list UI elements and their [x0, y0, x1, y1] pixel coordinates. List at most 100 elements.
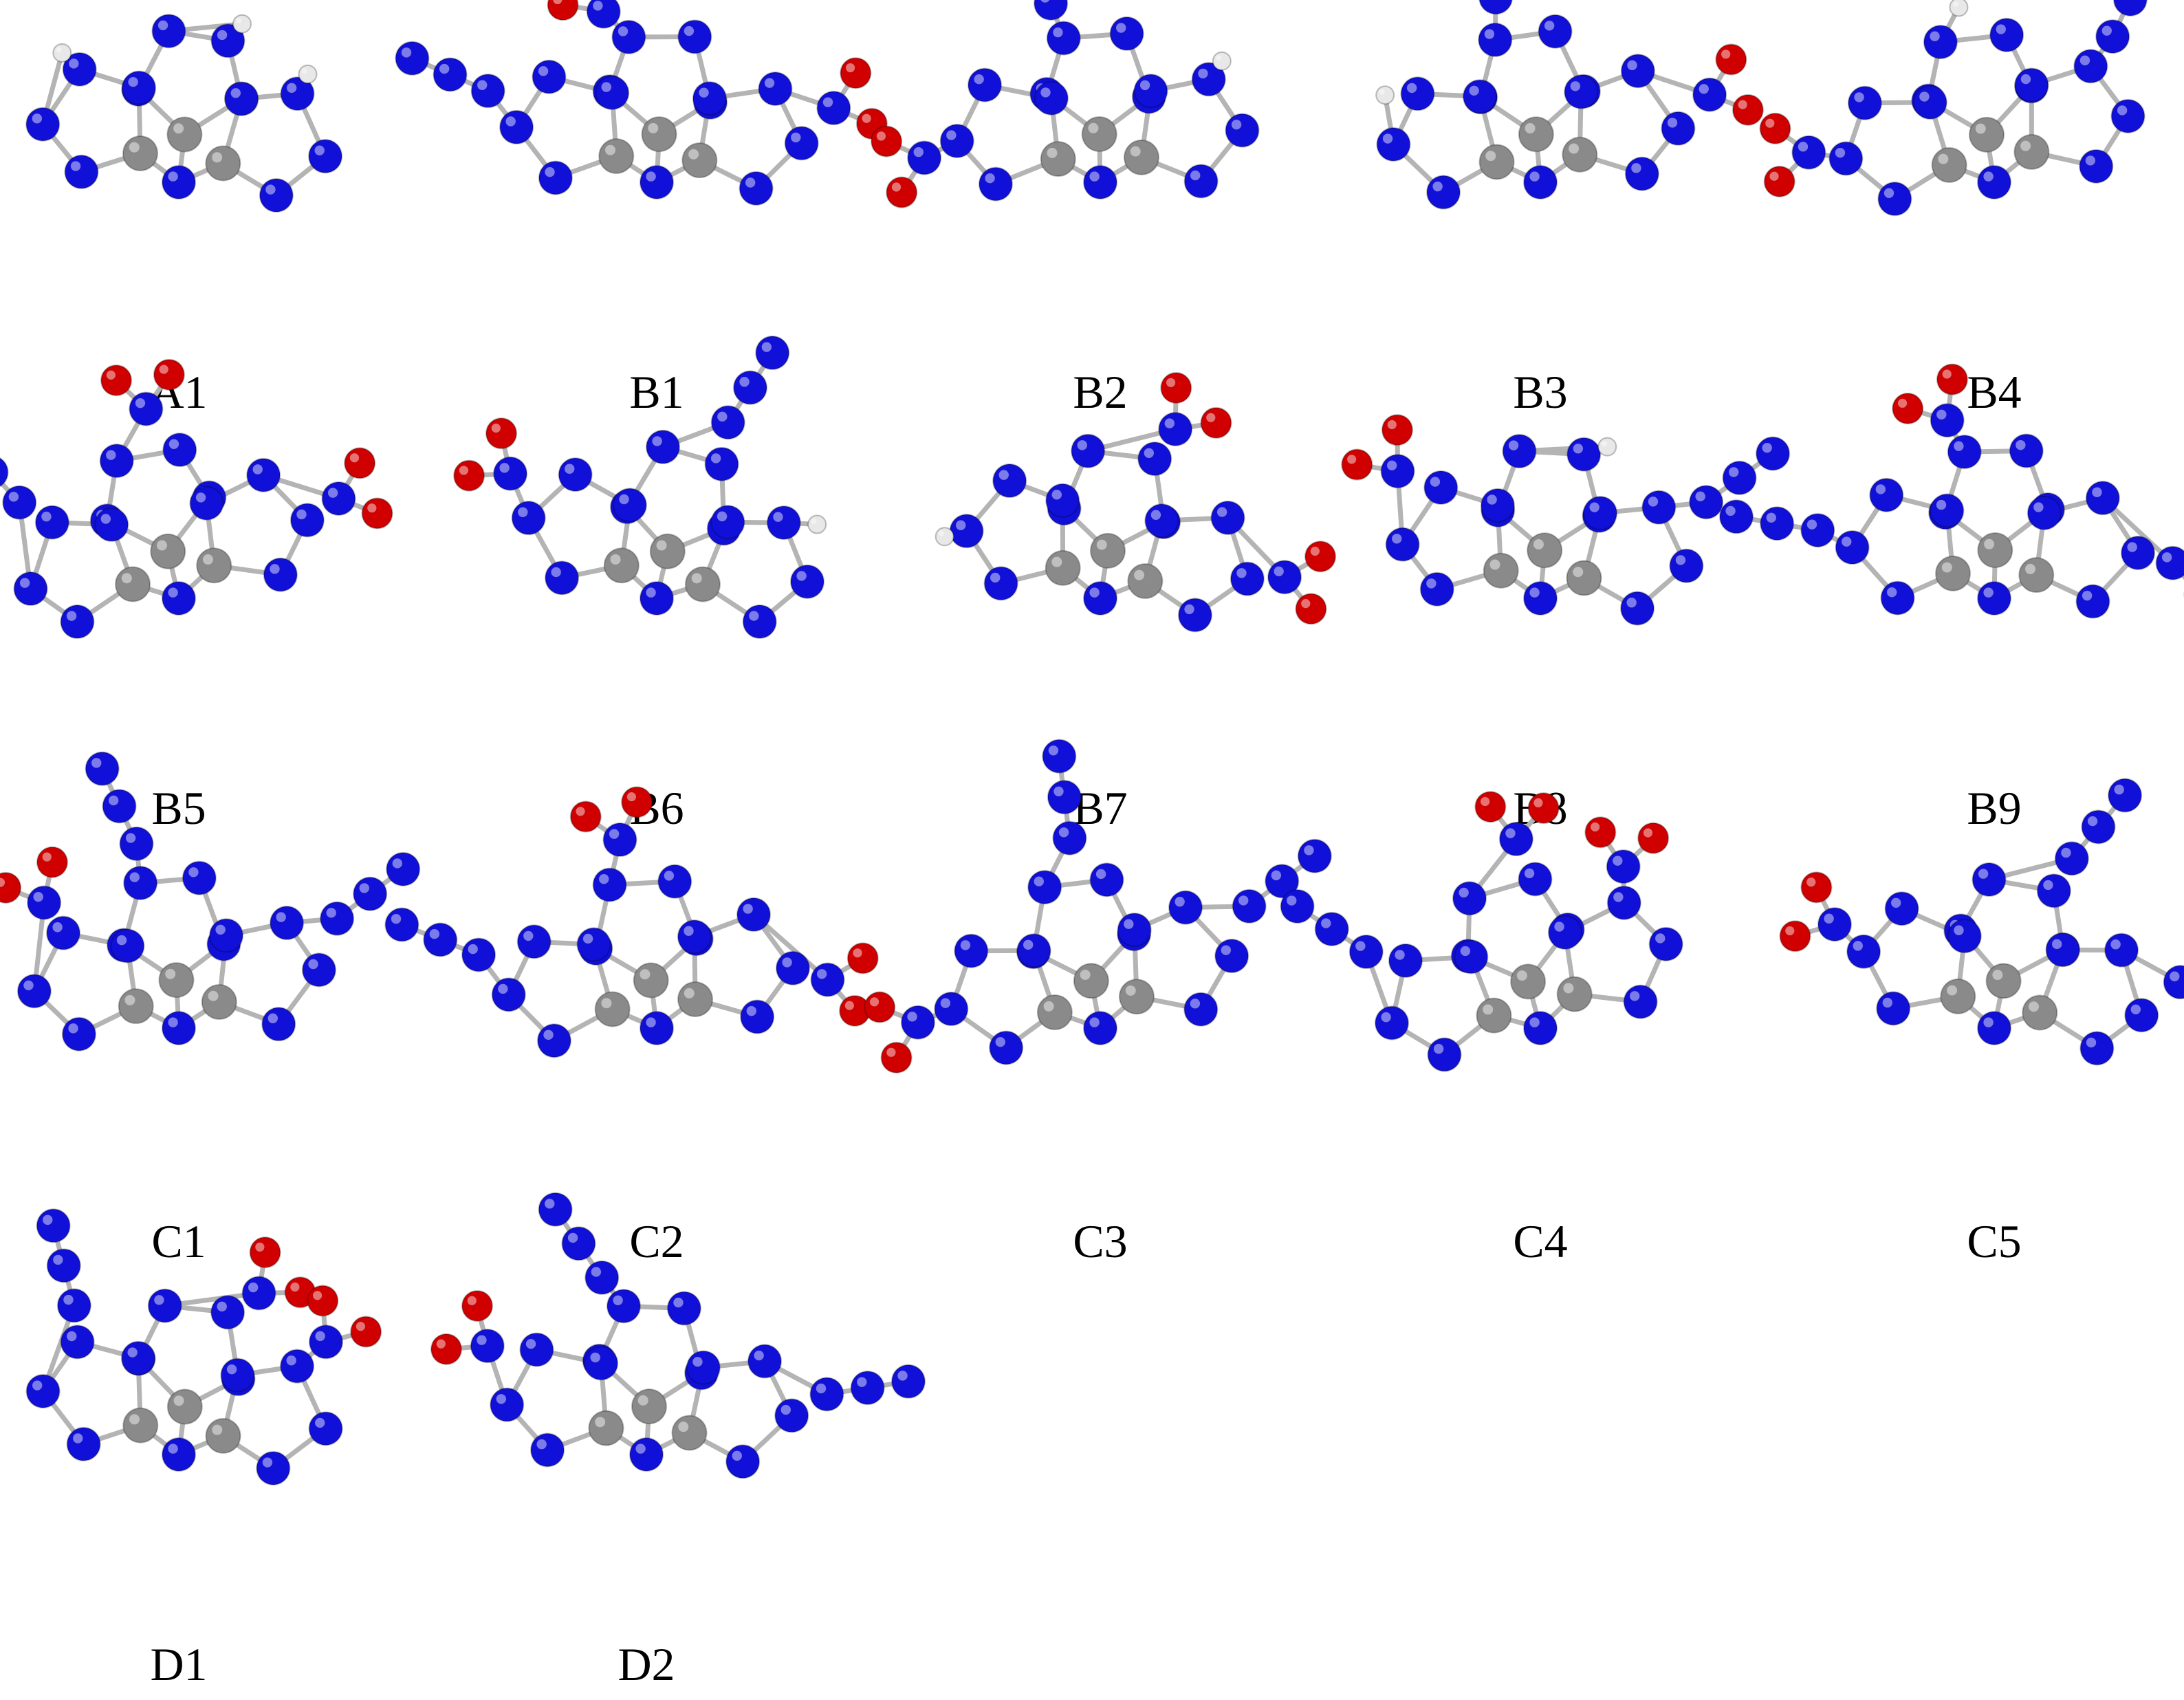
carbon-atom — [594, 991, 631, 1027]
nitrogen-atom — [1518, 862, 1553, 897]
nitrogen-atom — [511, 501, 546, 536]
atom-highlight — [63, 1294, 74, 1305]
nitrogen-atom — [1427, 1037, 1462, 1072]
atom-highlight — [567, 1232, 578, 1243]
carbon-atom — [122, 1407, 159, 1443]
nitrogen-atom — [1034, 80, 1069, 116]
atom-highlight — [159, 364, 168, 374]
atom-highlight — [2082, 590, 2093, 601]
nitrogen-atom — [1538, 14, 1573, 49]
atom-highlight — [543, 1029, 554, 1040]
nitrogen-atom — [1641, 490, 1677, 525]
nitrogen-atom — [224, 81, 259, 116]
molecule-structure — [395, 0, 888, 206]
atom-highlight — [761, 342, 772, 352]
molecule-structure — [0, 751, 421, 1051]
atom-highlight — [1554, 922, 1564, 932]
oxygen-atom — [1295, 593, 1327, 625]
atom-highlight — [816, 1383, 827, 1394]
atom-highlight — [32, 113, 43, 124]
atom-highlight — [1386, 460, 1397, 470]
nitrogen-atom — [1426, 175, 1461, 210]
nitrogen-atom — [595, 76, 630, 111]
nitrogen-atom — [27, 885, 62, 920]
oxygen-atom — [864, 991, 896, 1023]
atom-highlight — [1304, 845, 1314, 856]
structure-label: C1 — [151, 1215, 206, 1267]
atom-highlight — [1134, 569, 1145, 580]
atom-highlight — [990, 572, 1001, 583]
atom-highlight — [1631, 163, 1641, 173]
nitrogen-atom — [2045, 933, 2080, 968]
nitrogen-atom — [538, 160, 573, 195]
atom-highlight — [1938, 153, 1949, 164]
oxygen-atom — [886, 176, 918, 208]
atom-highlight — [998, 470, 1009, 480]
nitrogen-atom — [1083, 165, 1117, 199]
nitrogen-atom — [162, 1437, 196, 1472]
nitrogen-atom — [736, 897, 772, 932]
atom-highlight — [684, 988, 695, 999]
nitrogen-atom — [586, 0, 621, 29]
atom-highlight — [1238, 895, 1249, 906]
atom-highlight — [598, 874, 609, 884]
carbon-atom — [641, 116, 677, 153]
atom-highlight — [195, 492, 206, 503]
atom-highlight — [1274, 566, 1284, 577]
atom-highlight — [1485, 151, 1496, 162]
atom-highlight — [1983, 171, 1994, 182]
atom-highlight — [780, 1404, 791, 1415]
carbon-atom — [205, 145, 241, 182]
atom-highlight — [327, 488, 338, 498]
nitrogen-atom — [1718, 499, 1754, 534]
nitrogen-atom — [61, 1016, 96, 1051]
nitrogen-atom — [1692, 77, 1727, 112]
atom-highlight — [796, 571, 807, 581]
nitrogen-atom — [602, 822, 637, 858]
atom-highlight — [308, 959, 318, 970]
nitrogen-atom — [2075, 584, 2110, 619]
nitrogen-atom — [1027, 870, 1062, 905]
molecule-structure — [871, 0, 1260, 208]
nitrogen-atom — [1876, 991, 1911, 1026]
atom-highlight — [290, 1282, 300, 1292]
atom-highlight — [173, 1395, 184, 1406]
atom-highlight — [1080, 969, 1091, 980]
atom-highlight — [1941, 562, 1952, 573]
atom-highlight — [595, 1417, 606, 1428]
nitrogen-atom — [162, 1011, 196, 1045]
nitrogen-atom — [725, 1444, 761, 1479]
atom-highlight — [1936, 499, 1947, 510]
atom-highlight — [157, 20, 168, 30]
oxygen-atom — [840, 57, 872, 89]
carbon-atom — [1935, 555, 1972, 591]
nitrogen-atom — [2104, 933, 2139, 968]
atom-highlight — [1469, 85, 1479, 96]
atom-highlight — [613, 1295, 623, 1306]
nitrogen-atom — [640, 1011, 674, 1045]
atom-highlight — [302, 68, 307, 74]
nitrogen-atom — [60, 1325, 95, 1360]
atom-highlight — [1854, 92, 1864, 102]
atom-highlight — [553, 0, 563, 5]
atom-highlight — [2170, 971, 2180, 981]
molecule-structure — [1375, 0, 1764, 210]
atom-highlight — [618, 26, 629, 36]
atom-highlight — [646, 587, 656, 598]
atom-highlight — [477, 80, 488, 90]
nitrogen-atom — [46, 1248, 81, 1283]
atom-highlight — [1166, 378, 1176, 387]
nitrogen-atom — [1183, 992, 1219, 1027]
atom-highlight — [1728, 467, 1739, 477]
nitrogen-atom — [321, 481, 356, 516]
atom-highlight — [467, 1296, 477, 1305]
atom-highlight — [1426, 578, 1437, 589]
nitrogen-atom — [576, 927, 611, 962]
nitrogen-atom — [740, 999, 775, 1034]
atom-highlight — [124, 994, 135, 1005]
nitrogen-atom — [17, 974, 52, 1009]
carbon-atom — [158, 962, 195, 999]
atom-highlight — [173, 123, 184, 134]
carbon-atom — [1969, 116, 2005, 153]
atom-highlight — [844, 1001, 854, 1010]
